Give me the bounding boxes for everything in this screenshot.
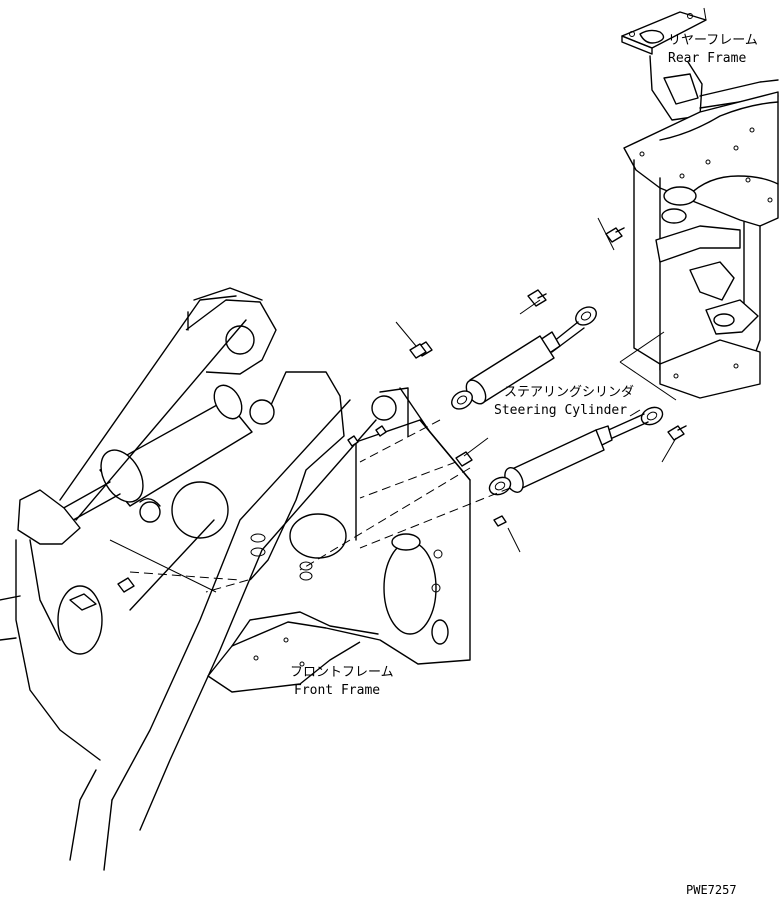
front-frame-label-jp: フロントフレーム	[290, 665, 394, 680]
steering-cylinder-label-jp: ステアリングシリンダ	[504, 385, 634, 400]
rear-frame-label-jp: リヤーフレーム	[668, 33, 758, 48]
leader-lines	[395, 7, 707, 553]
upper-steering-cylinder	[415, 227, 625, 410]
steering-cylinder-label-en: Steering Cylinder	[494, 403, 627, 418]
front-frame-label-en: Front Frame	[294, 683, 380, 698]
figure-code: PWE7257	[686, 883, 737, 897]
rear-frame-label-en: Rear Frame	[668, 51, 746, 66]
front-frame	[0, 287, 471, 871]
projection-lines	[109, 419, 511, 593]
lower-steering-cylinder	[455, 406, 687, 527]
rear-frame	[619, 11, 779, 401]
